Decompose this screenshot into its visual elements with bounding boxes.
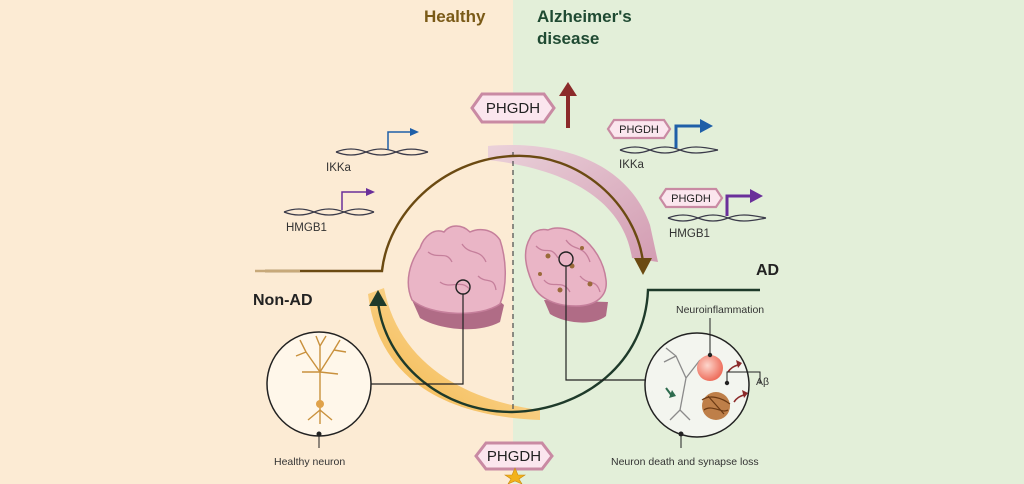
progression-arrow-line — [265, 154, 645, 273]
phgdh-hmgb1-text: PHGDH — [671, 193, 711, 205]
neuron-death-label: Neuron death and synapse loss — [611, 456, 759, 468]
phgdh-top-badge: PHGDH — [470, 92, 556, 124]
progression-arrow-head — [634, 258, 652, 275]
ad-neuron-panel — [644, 318, 761, 448]
dna-hmgb1-right — [667, 214, 767, 222]
phgdh-bottom-badge: PHGDH — [474, 441, 554, 471]
ad-label: AD — [756, 262, 779, 279]
phgdh-ikka-text: PHGDH — [619, 124, 659, 136]
phgdh-ikka-badge: PHGDH — [606, 118, 672, 140]
healthy-neuron-panel — [266, 331, 372, 448]
hmgb1-left-transcription-arrow — [341, 188, 375, 210]
hmgb1-right-label: HMGB1 — [669, 228, 710, 240]
recovery-band — [368, 288, 540, 420]
phgdh-bottom-text: PHGDH — [487, 448, 541, 465]
dna-ikka-left — [335, 148, 429, 156]
header-ad-line2: disease — [537, 29, 599, 48]
ad-connector — [565, 266, 650, 381]
ikka-left-transcription-arrow — [387, 128, 419, 150]
phgdh-top-text: PHGDH — [486, 100, 540, 117]
recovery-arrow-line — [376, 288, 760, 414]
ikka-right-transcription-arrow — [674, 119, 713, 148]
header-ad-line1: Alzheimer's — [537, 7, 632, 26]
non-ad-label: Non-AD — [253, 292, 313, 309]
hmgb1-left-label: HMGB1 — [286, 222, 327, 234]
hmgb1-right-transcription-arrow — [725, 189, 763, 216]
up-regulation-arrow — [559, 82, 577, 128]
star-icon — [504, 467, 526, 484]
healthy-brain-section — [407, 225, 507, 330]
dna-ikka-right — [619, 146, 719, 154]
neuroinflammation-label: Neuroinflammation — [676, 304, 764, 316]
dna-hmgb1-left — [283, 208, 375, 216]
header-healthy: Healthy — [424, 7, 486, 26]
healthy-neuron-label: Healthy neuron — [274, 456, 345, 468]
ikka-left-label: IKKa — [326, 162, 352, 174]
healthy-connector — [368, 294, 464, 385]
ikka-right-label: IKKa — [619, 159, 645, 171]
phgdh-hmgb1-badge: PHGDH — [658, 187, 724, 209]
recovery-arrow-head — [369, 290, 387, 306]
abeta-label: Aβ — [756, 376, 769, 388]
ad-background — [513, 0, 1024, 484]
